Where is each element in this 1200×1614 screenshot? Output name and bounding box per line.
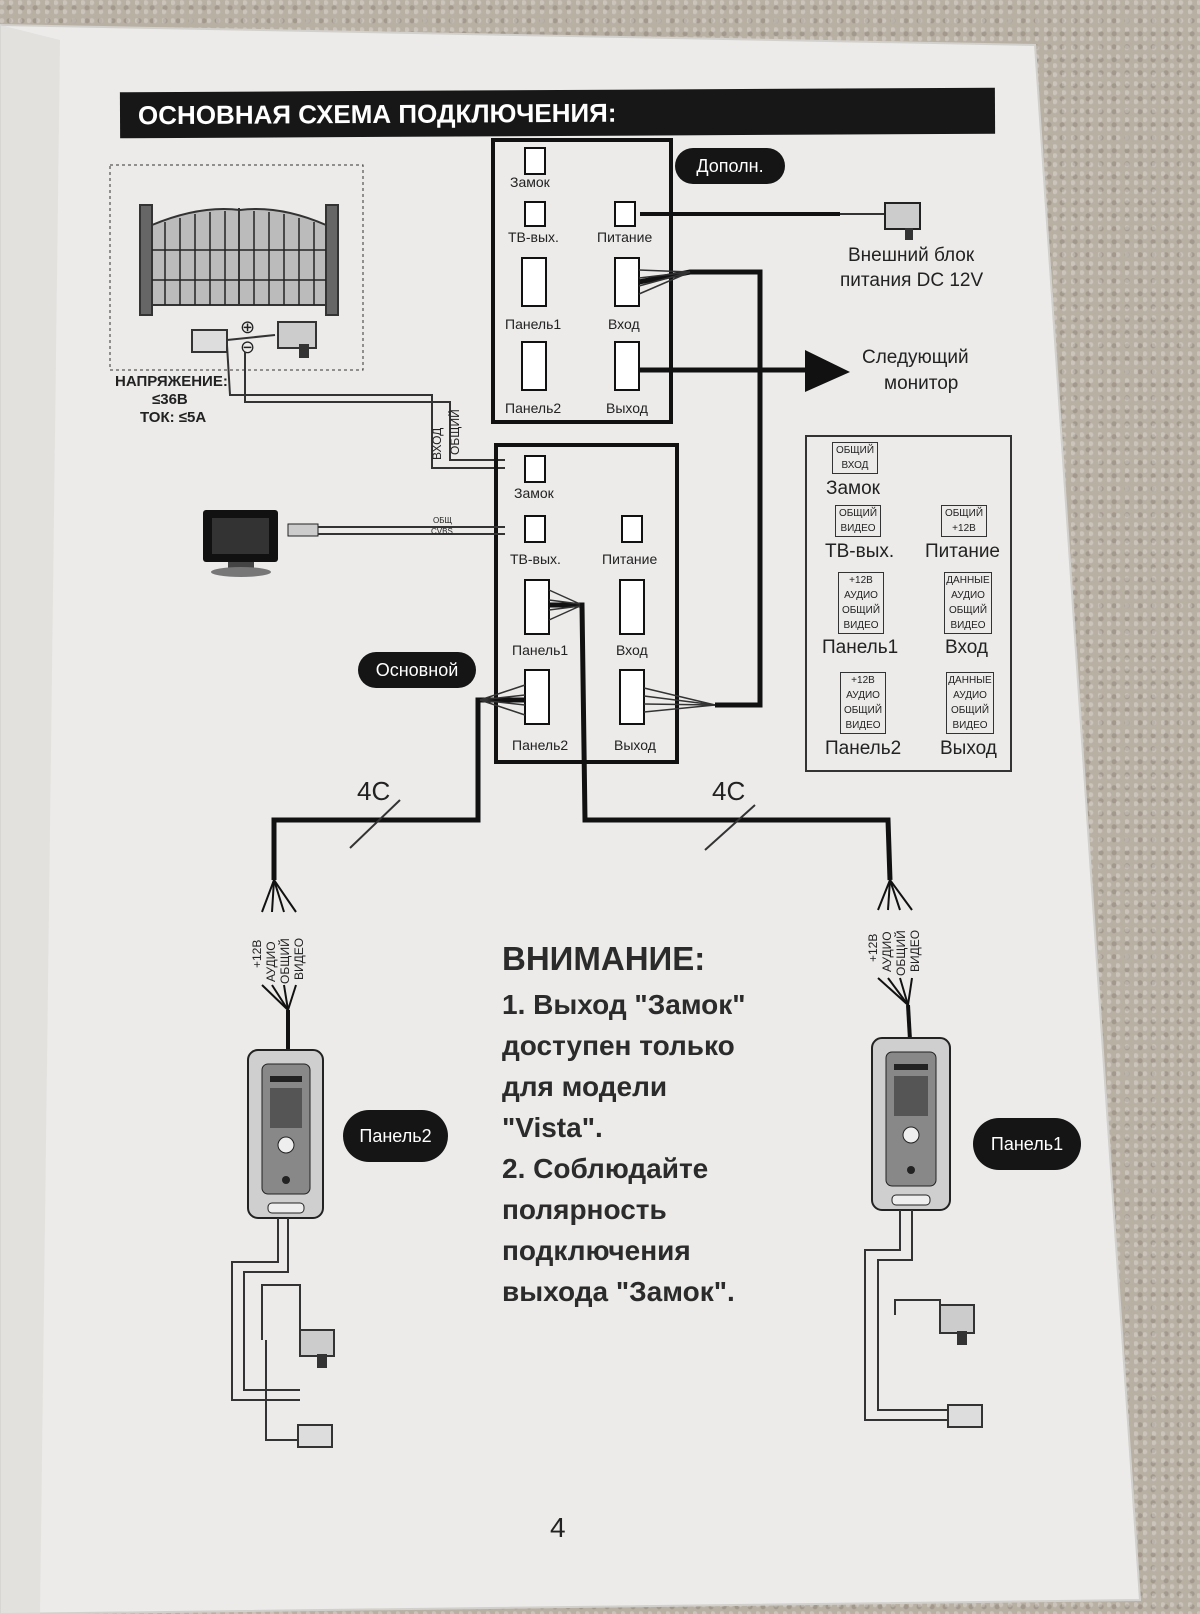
extra-input-to-main-output — [638, 269, 763, 708]
gate-illustration: ⊕ ⊖ — [109, 164, 364, 371]
legend-power-pins: ОБЩИЙ+12В — [941, 505, 987, 537]
power-supply-label-2: питания DC 12V — [840, 270, 984, 291]
right-door-panel — [871, 1037, 951, 1211]
extra-port-panel1: Панель1 — [505, 316, 562, 332]
extra-port-panel2: Панель2 — [505, 400, 562, 416]
attention-line-2: доступен только — [502, 1030, 735, 1061]
attention-line-6: полярность — [502, 1194, 667, 1225]
left-cable-label: 4С — [357, 776, 391, 806]
gate-lock-wire-in — [226, 344, 505, 469]
legend-tv-out-label: ТВ-вых. — [825, 541, 895, 562]
right-fanout — [877, 879, 913, 1006]
extra-port-output: Выход — [606, 400, 648, 416]
next-monitor-label-2: монитор — [884, 373, 959, 394]
main-port-input: Вход — [616, 642, 648, 658]
left-wire-common: ОБЩИЙ — [278, 938, 292, 984]
attention-note: ВНИМАНИЕ: 1. Выход "Замок" доступен толь… — [502, 940, 746, 1312]
main-port-panel2: Панель2 — [512, 737, 569, 753]
gate-wire-in-label: ВХОД — [430, 427, 444, 460]
left-wire-video: ВИДЕО — [292, 937, 306, 980]
right-wire-audio: АУДИО — [880, 931, 894, 972]
main-port-tv-out: ТВ-вых. — [510, 551, 561, 567]
power-adapter-icon — [840, 202, 921, 240]
left-panel-badge: Панель2 — [343, 1110, 448, 1162]
attention-line-7: подключения — [502, 1235, 691, 1266]
panel2-cable — [271, 697, 525, 880]
legend-panel1-label: Панель1 — [822, 637, 899, 658]
attention-line-8: выхода "Замок". — [502, 1276, 735, 1307]
attention-line-4: "Vista". — [502, 1112, 603, 1143]
right-wire-video: ВИДЕО — [908, 929, 922, 972]
gate-lock-wire-common — [244, 352, 505, 461]
attention-line-5: 2. Соблюдайте — [502, 1153, 709, 1184]
tv-wire — [287, 523, 505, 537]
page-number: 4 — [550, 1512, 566, 1543]
left-panel-local-wiring — [231, 1218, 335, 1448]
gate-voltage-label: НАПРЯЖЕНИЕ: — [115, 373, 228, 390]
extra-connectors — [521, 147, 640, 391]
attention-heading: ВНИМАНИЕ: — [502, 940, 706, 977]
main-port-panel1: Панель1 — [512, 642, 569, 658]
right-cable-label: 4С — [712, 776, 746, 806]
legend-box — [805, 435, 1012, 772]
right-panel-local-wiring — [864, 1210, 983, 1428]
svg-text:⊕: ⊕ — [240, 317, 255, 337]
legend-output-label: Выход — [940, 738, 997, 759]
page-title: ОСНОВНАЯ СХЕМА ПОДКЛЮЧЕНИЯ: — [119, 87, 996, 139]
svg-text:⊖: ⊖ — [240, 337, 255, 357]
left-wire-audio: АУДИО — [264, 941, 278, 982]
main-monitor-badge: Основной — [358, 652, 476, 688]
main-port-lock: Замок — [514, 485, 554, 501]
panel1-cable — [549, 602, 893, 881]
gate-voltage-value: ≤36В — [152, 391, 188, 408]
next-monitor-label-1: Следующий — [862, 347, 969, 368]
tv-monitor-icon — [203, 510, 278, 577]
tv-wire-cvbs-label: CVBS — [431, 527, 453, 536]
left-door-panel — [247, 1049, 324, 1219]
left-fanout — [261, 879, 297, 1011]
right-cable-slash — [704, 804, 756, 851]
page-fold — [0, 25, 60, 1614]
gate-wire-common-label: ОБЩИЙ — [448, 409, 462, 455]
legend-lock-label: Замок — [826, 478, 880, 499]
legend-power-label: Питание — [925, 541, 1000, 562]
power-supply-label-1: Внешний блок — [848, 245, 975, 266]
next-monitor-arrow — [805, 350, 850, 392]
gate-current-label: ТОК: ≤5А — [140, 409, 207, 426]
right-wire-12v: +12В — [866, 933, 880, 962]
legend-panel2-label: Панель2 — [825, 738, 902, 759]
left-wire-12v: +12В — [250, 939, 264, 968]
extra-monitor-badge: Дополн. — [675, 148, 785, 184]
extra-port-power: Питание — [597, 229, 653, 245]
extra-port-input: Вход — [608, 316, 640, 332]
tv-wire-common-label: ОБЩ — [433, 516, 452, 525]
main-port-output: Выход — [614, 737, 656, 753]
right-wire-common: ОБЩИЙ — [894, 930, 908, 976]
right-panel-badge: Панель1 — [973, 1118, 1081, 1170]
attention-line-3: для модели — [502, 1071, 668, 1102]
extra-port-tv-out: ТВ-вых. — [508, 229, 559, 245]
main-port-power: Питание — [602, 551, 658, 567]
left-cable-slash — [349, 799, 401, 849]
legend-input-label: Вход — [945, 637, 988, 658]
attention-line-1: 1. Выход "Замок" — [502, 989, 746, 1020]
extra-port-lock: Замок — [510, 174, 550, 190]
